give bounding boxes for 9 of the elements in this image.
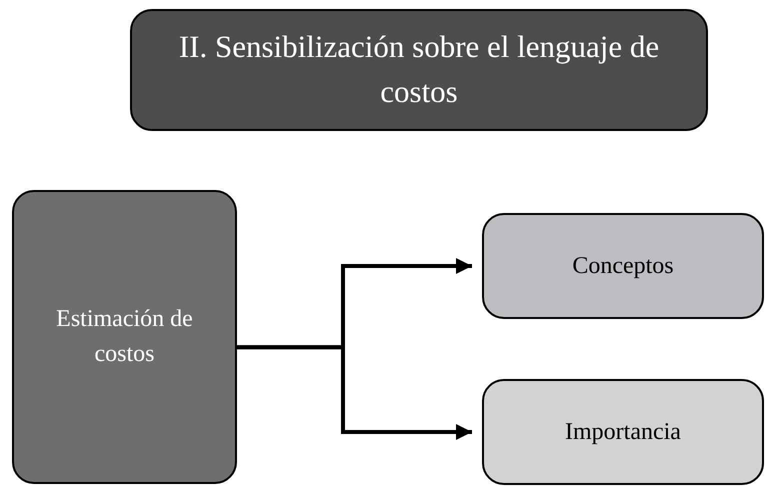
node-label: Estimación de costos — [55, 305, 194, 369]
process-box — [12, 190, 237, 484]
node-label: Importancia — [565, 418, 681, 447]
title-box — [130, 9, 708, 131]
process-box — [482, 379, 764, 485]
node-label: II. Sensibilización sobre el lenguaje de costos — [178, 28, 660, 111]
process-box — [482, 213, 764, 319]
node-label: Conceptos — [572, 252, 674, 281]
arrow — [237, 345, 472, 440]
